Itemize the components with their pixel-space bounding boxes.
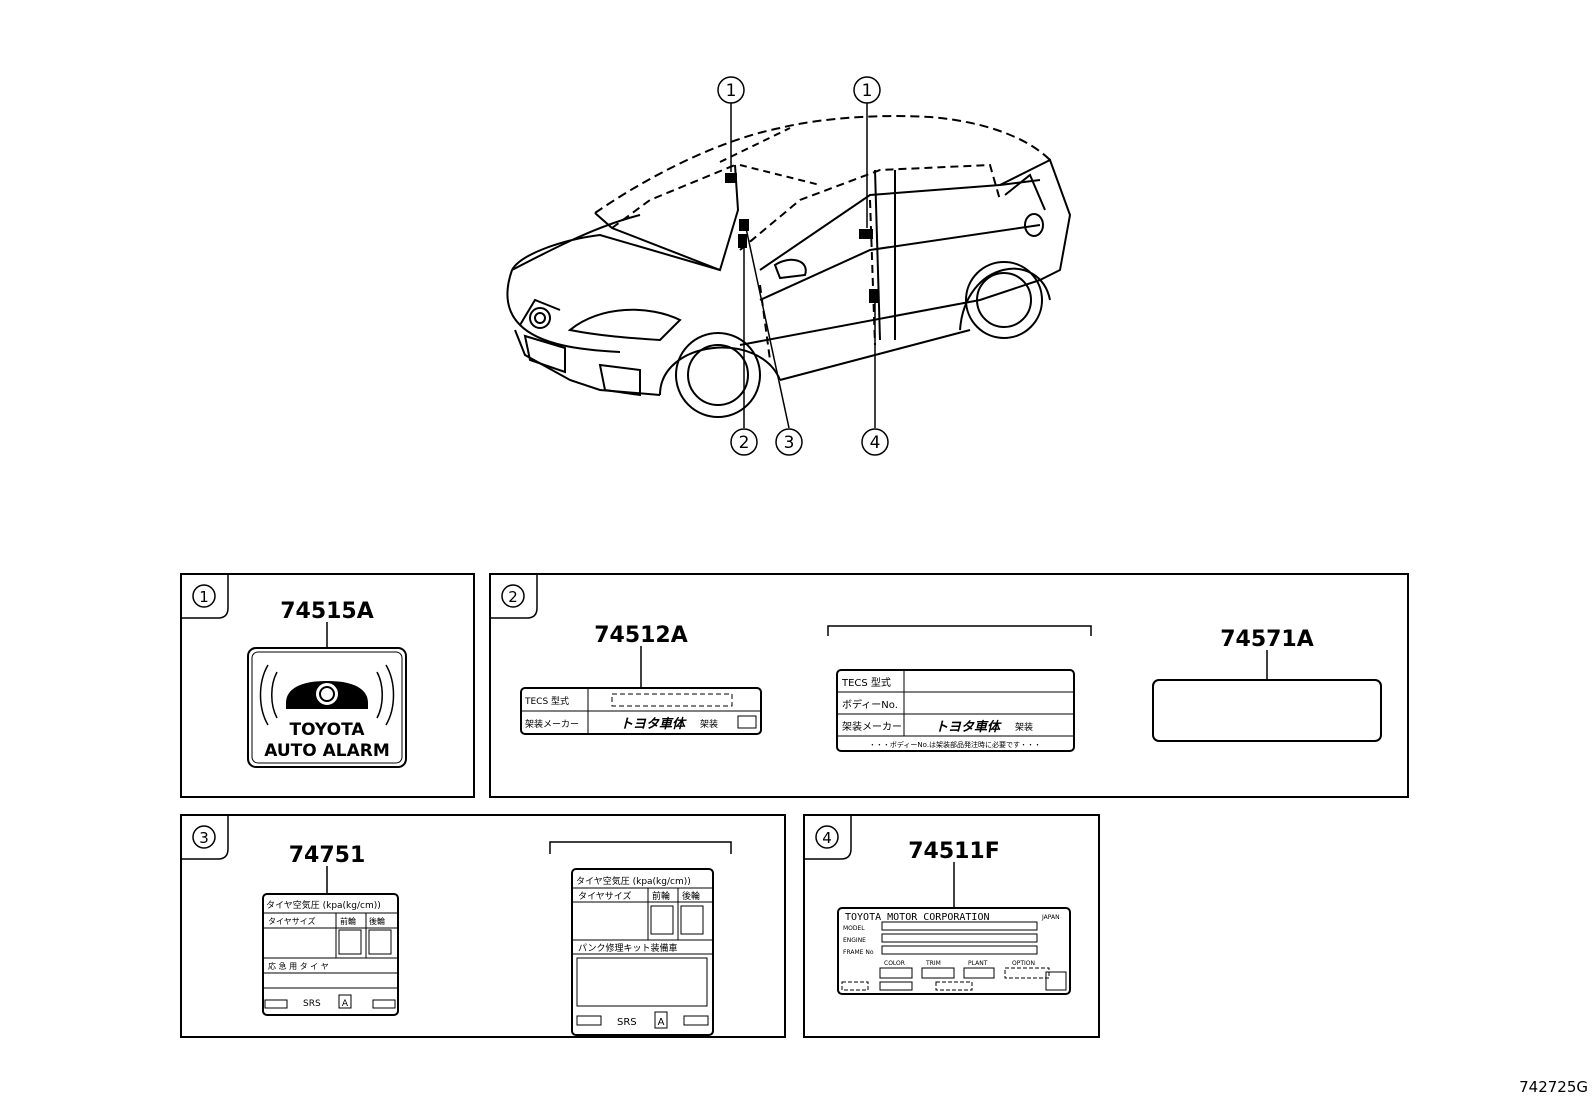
tire-label-small [262, 893, 399, 1016]
plate-maker: TOYOTA MOTOR CORPORATION [845, 912, 990, 923]
callout-number: 1 [726, 81, 737, 101]
callout-leaders [730, 103, 876, 429]
tire-small-srs: SRS [303, 999, 321, 1009]
tecs-label-large [836, 669, 1075, 752]
panel-index: 4 [822, 829, 832, 847]
tecs-large-row3: 架装メーカー [842, 720, 902, 733]
tire-small-title: タイヤ空気圧 (kpa(kg/cm)) [266, 899, 381, 911]
alarm-label [247, 647, 407, 768]
panel-index: 1 [199, 588, 209, 606]
tire-large-col0: タイヤサイズ [578, 890, 631, 902]
plate-color: COLOR [884, 960, 905, 967]
alarm-car-icon [259, 664, 395, 726]
alarm-text-line2: AUTO ALARM [264, 741, 390, 761]
plate-frame: FRAME No [843, 949, 874, 956]
tecs-small-row2: 架装メーカー [525, 718, 579, 730]
plate-engine: ENGINE [843, 937, 866, 944]
panel-index: 2 [508, 588, 518, 606]
tire-small-col2: 後輪 [369, 916, 385, 926]
tecs-large-row2: ボディーNo. [842, 698, 898, 711]
plate-option: OPTION [1012, 960, 1035, 967]
part-number: 74512A [594, 623, 688, 648]
part-number: 74751 [289, 843, 366, 868]
part-number: 74511F [908, 839, 1000, 864]
part-number: 74571A [1220, 627, 1314, 652]
tire-small-col1: 前輪 [340, 916, 356, 926]
tire-large-kit: パンク修理キット装備車 [578, 942, 677, 954]
plate-trim: TRIM [925, 960, 941, 967]
callout-number: 1 [862, 81, 873, 101]
callout-circles [717, 76, 889, 456]
car-illustration [506, 115, 1072, 418]
tire-large-col2: 後輪 [682, 890, 700, 902]
figure-id: 742725G [1519, 1078, 1588, 1096]
tire-small-srs-box: A [342, 999, 349, 1009]
callout-number: 3 [784, 433, 795, 453]
tire-label-large [571, 868, 714, 1036]
tire-small-col0: タイヤサイズ [268, 916, 316, 926]
tire-large-title: タイヤ空気圧 (kpa(kg/cm)) [576, 875, 691, 887]
tecs-large-brand-suffix: 架装 [1015, 721, 1033, 733]
tecs-small-brand: トヨタ車体 [620, 716, 687, 732]
callout-number: 2 [739, 433, 750, 453]
plate-plant: PLANT [968, 960, 988, 967]
blank-label-74571a [1152, 679, 1382, 742]
tire-large-col1: 前輪 [652, 890, 670, 902]
tecs-small-brand-suffix: 架装 [700, 718, 718, 730]
callout-number: 4 [870, 433, 881, 453]
panel-1 [180, 573, 475, 798]
tire-small-spare: 応 急 用 タ イ ヤ [268, 961, 329, 971]
panel-2 [489, 573, 1409, 798]
alarm-text-line1: TOYOTA [289, 720, 365, 740]
tecs-large-brand: トヨタ車体 [935, 719, 1002, 735]
plate-model: MODEL [843, 925, 865, 932]
panel-3 [180, 814, 786, 1038]
tire-large-srs-box: A [658, 1017, 665, 1028]
vehicle-id-plate [837, 907, 1071, 995]
part-number: 74515A [280, 599, 374, 624]
tire-large-srs: SRS [617, 1017, 637, 1028]
panel-4 [803, 814, 1100, 1038]
panel-index: 3 [199, 829, 209, 847]
tecs-large-note: ・・・ボディーNo.は架装部品発注時に必要です・・・ [869, 740, 1041, 749]
tecs-large-row1: TECS 型式 [841, 676, 891, 689]
tecs-small-row1: TECS 型式 [524, 695, 569, 707]
plate-country: JAPAN [1041, 914, 1060, 921]
